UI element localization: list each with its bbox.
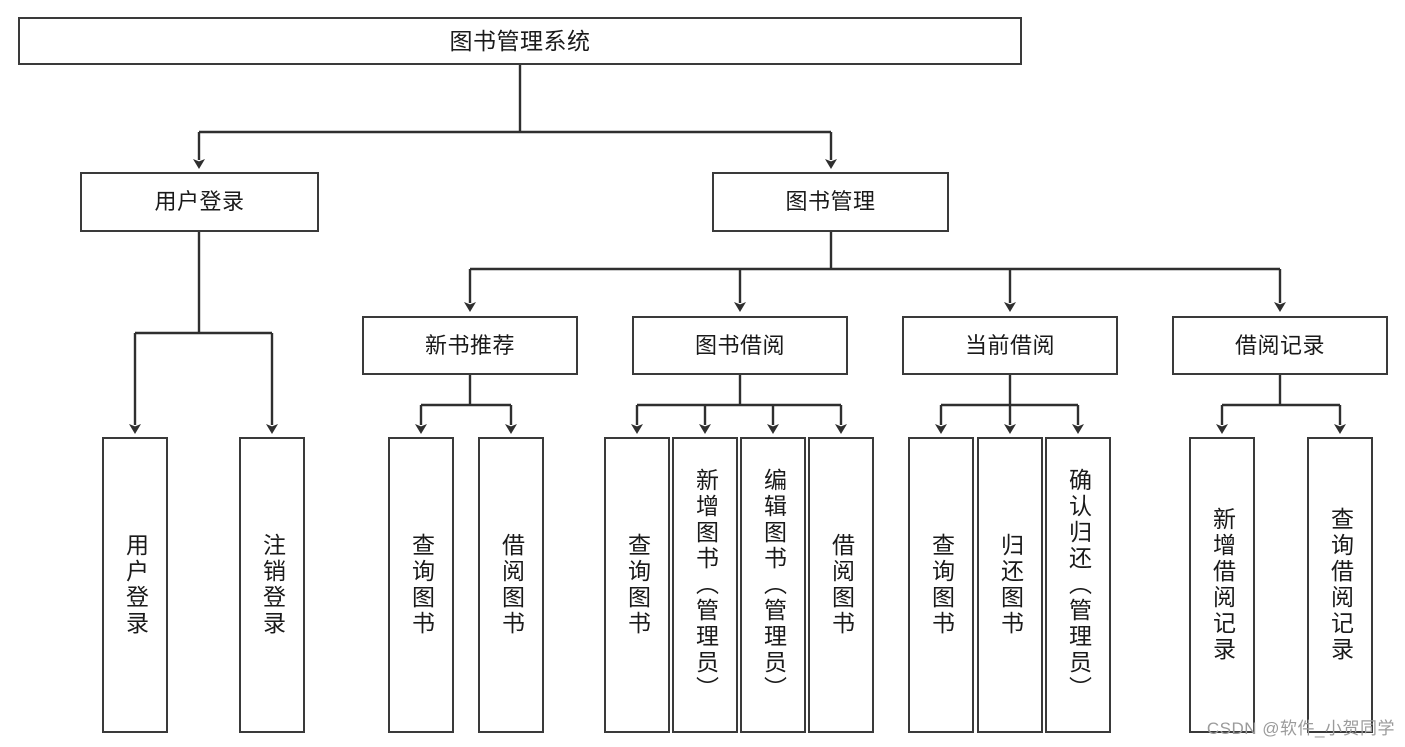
node-leaf-user-login[interactable]: 用户登录 <box>102 437 168 733</box>
node-label: 当前借阅 <box>964 332 1055 358</box>
node-label: 查询图书 <box>624 533 651 637</box>
node-label: 查询图书 <box>928 533 955 637</box>
node-label: 借阅图书 <box>828 533 855 637</box>
node-label: 查询图书 <box>408 533 435 637</box>
node-label: 注销登录 <box>259 533 286 637</box>
node-leaf-borrow-book[interactable]: 借阅图书 <box>808 437 874 733</box>
node-leaf-add-borrow-record[interactable]: 新增借阅记录 <box>1189 437 1255 733</box>
node-label: 图书管理 <box>785 189 876 215</box>
node-leaf-query-book-borrow[interactable]: 查询图书 <box>604 437 670 733</box>
node-leaf-add-book-admin[interactable]: 新增图书（管理员） <box>672 437 738 733</box>
node-leaf-logout[interactable]: 注销登录 <box>239 437 305 733</box>
node-current-borrow[interactable]: 当前借阅 <box>902 316 1118 375</box>
node-label: 归还图书 <box>997 533 1024 637</box>
node-book-management[interactable]: 图书管理 <box>712 172 949 232</box>
node-label: 用户登录 <box>154 189 245 215</box>
node-leaf-return-book[interactable]: 归还图书 <box>977 437 1043 733</box>
node-leaf-query-borrow-record[interactable]: 查询借阅记录 <box>1307 437 1373 733</box>
node-leaf-borrow-book-recommend[interactable]: 借阅图书 <box>478 437 544 733</box>
node-label: 图书借阅 <box>694 332 785 358</box>
node-label: 新增借阅记录 <box>1209 507 1236 663</box>
node-label: 新增图书（管理员） <box>692 468 719 702</box>
node-label: 编辑图书（管理员） <box>760 468 787 702</box>
node-label: 新书推荐 <box>424 332 515 358</box>
node-book-borrow[interactable]: 图书借阅 <box>632 316 848 375</box>
node-label: 借阅记录 <box>1234 332 1325 358</box>
node-borrow-record[interactable]: 借阅记录 <box>1172 316 1388 375</box>
node-new-book-recommend[interactable]: 新书推荐 <box>362 316 578 375</box>
node-leaf-query-book-current[interactable]: 查询图书 <box>908 437 974 733</box>
node-user-login[interactable]: 用户登录 <box>80 172 319 232</box>
node-label: 借阅图书 <box>498 533 525 637</box>
node-label: 确认归还（管理员） <box>1065 468 1092 702</box>
node-leaf-query-book-recommend[interactable]: 查询图书 <box>388 437 454 733</box>
node-root-book-management-system[interactable]: 图书管理系统 <box>18 17 1022 65</box>
node-label: 图书管理系统 <box>449 27 591 54</box>
node-leaf-confirm-return-admin[interactable]: 确认归还（管理员） <box>1045 437 1111 733</box>
node-label: 用户登录 <box>122 533 149 637</box>
node-label: 查询借阅记录 <box>1327 507 1354 663</box>
node-leaf-edit-book-admin[interactable]: 编辑图书（管理员） <box>740 437 806 733</box>
watermark: CSDN @软件_小贺同学 <box>1206 719 1395 738</box>
